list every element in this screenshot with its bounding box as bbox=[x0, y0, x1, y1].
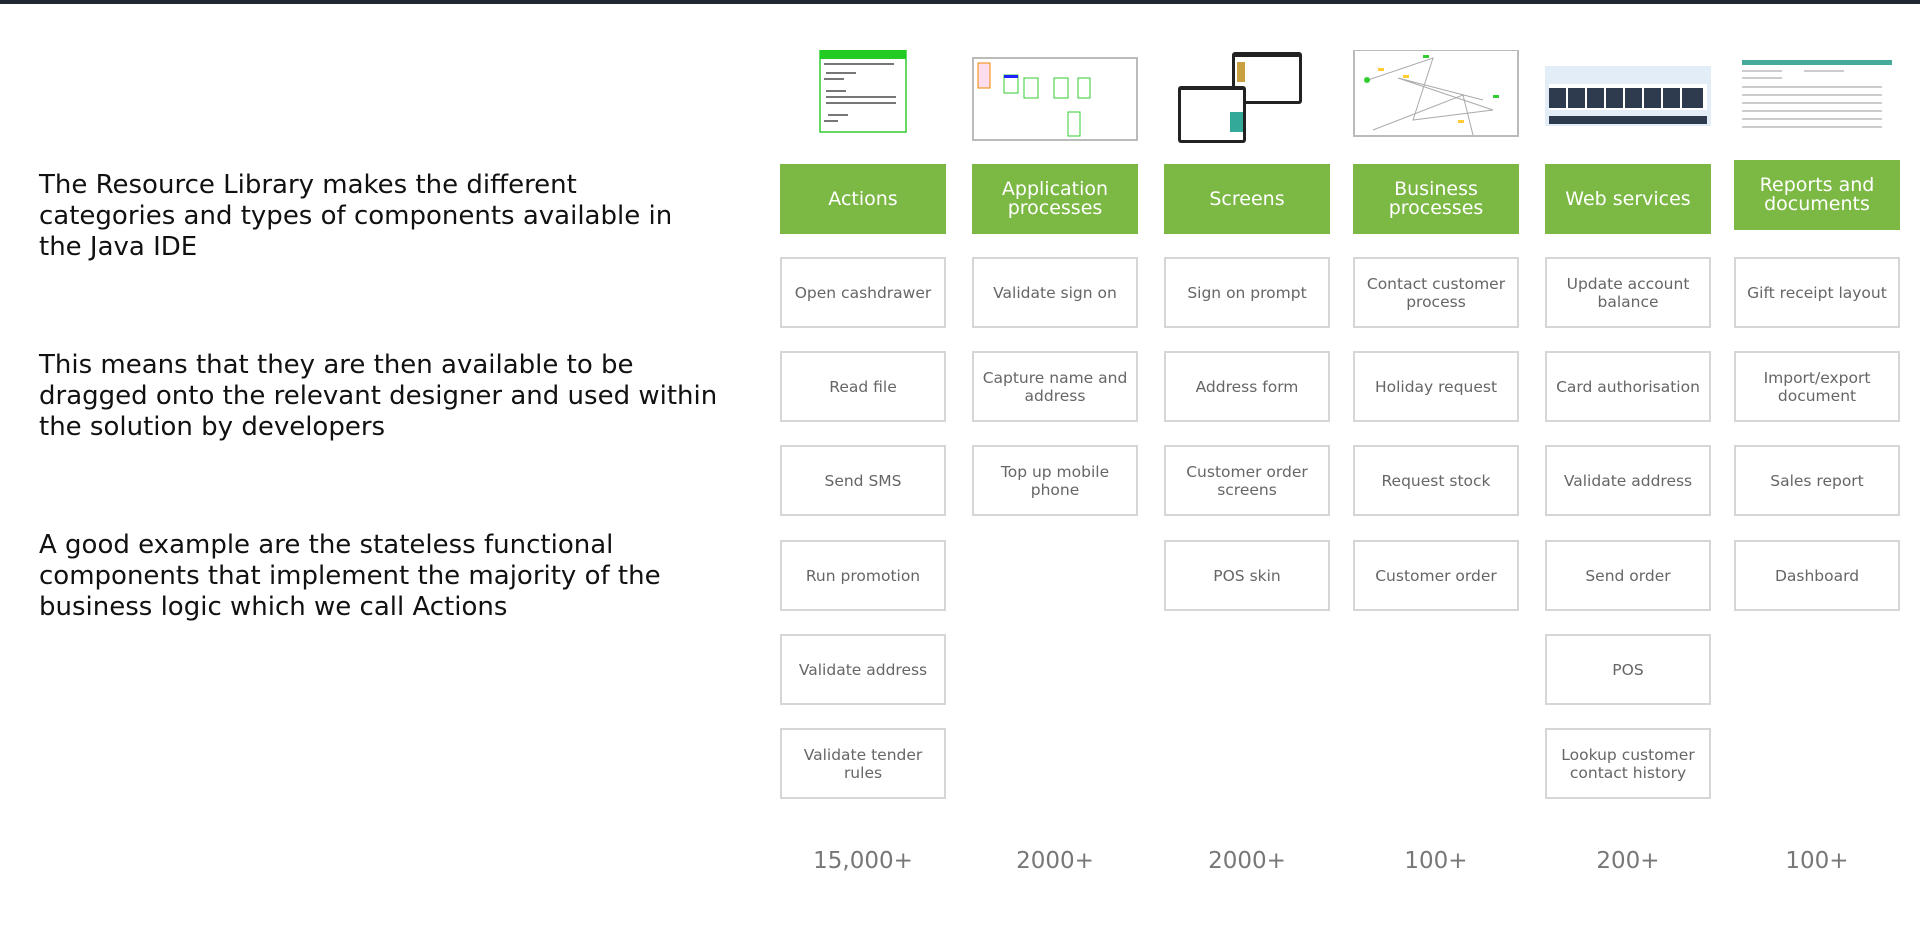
component-item[interactable]: Holiday request bbox=[1353, 351, 1519, 422]
component-item[interactable]: Read file bbox=[780, 351, 946, 422]
component-item[interactable]: Import/export document bbox=[1734, 351, 1900, 422]
component-item[interactable]: Send SMS bbox=[780, 445, 946, 516]
component-item[interactable]: Top up mobile phone bbox=[972, 445, 1138, 516]
category-header[interactable]: Web services bbox=[1545, 164, 1711, 234]
component-count: 2000+ bbox=[1016, 848, 1094, 874]
component-count: 100+ bbox=[1404, 848, 1468, 874]
component-count: 15,000+ bbox=[813, 848, 913, 874]
workflow-diagram-thumbnail bbox=[1353, 49, 1519, 148]
top-bar bbox=[0, 0, 1920, 4]
intro-paragraph: This means that they are then available … bbox=[39, 350, 718, 442]
component-item[interactable]: Customer order bbox=[1353, 540, 1519, 611]
category-header[interactable]: Actions bbox=[780, 164, 946, 234]
component-count: 200+ bbox=[1596, 848, 1660, 874]
process-diagram-thumbnail bbox=[972, 50, 1138, 148]
intro-paragraph: The Resource Library makes the different… bbox=[39, 170, 673, 262]
component-item[interactable]: Request stock bbox=[1353, 445, 1519, 516]
component-item[interactable]: Sign on prompt bbox=[1164, 257, 1330, 328]
component-item[interactable]: Capture name and address bbox=[972, 351, 1138, 422]
action-editor-thumbnail bbox=[780, 49, 946, 148]
component-item[interactable]: Run promotion bbox=[780, 540, 946, 611]
category-header[interactable]: Screens bbox=[1164, 164, 1330, 234]
component-item[interactable]: Card authorisation bbox=[1545, 351, 1711, 422]
intro-paragraph: A good example are the stateless functio… bbox=[39, 530, 661, 622]
component-item[interactable]: Gift receipt layout bbox=[1734, 257, 1900, 328]
tablet-screens-thumbnail bbox=[1164, 50, 1330, 148]
component-item[interactable]: Validate address bbox=[780, 634, 946, 705]
component-item[interactable]: POS skin bbox=[1164, 540, 1330, 611]
component-item[interactable]: Dashboard bbox=[1734, 540, 1900, 611]
component-item[interactable]: Update account balance bbox=[1545, 257, 1711, 328]
component-item[interactable]: Sales report bbox=[1734, 445, 1900, 516]
category-header[interactable]: Application processes bbox=[972, 164, 1138, 234]
category-header[interactable]: Reports and documents bbox=[1734, 160, 1900, 230]
report-table-thumbnail bbox=[1734, 50, 1900, 148]
services-diagram-thumbnail bbox=[1545, 50, 1711, 148]
component-item[interactable]: POS bbox=[1545, 634, 1711, 705]
category-header[interactable]: Business processes bbox=[1353, 164, 1519, 234]
component-item[interactable]: Open cashdrawer bbox=[780, 257, 946, 328]
component-item[interactable]: Address form bbox=[1164, 351, 1330, 422]
component-item[interactable]: Customer order screens bbox=[1164, 445, 1330, 516]
component-item[interactable]: Lookup customer contact history bbox=[1545, 728, 1711, 799]
component-item[interactable]: Contact customer process bbox=[1353, 257, 1519, 328]
component-item[interactable]: Validate address bbox=[1545, 445, 1711, 516]
component-count: 100+ bbox=[1785, 848, 1849, 874]
component-item[interactable]: Validate sign on bbox=[972, 257, 1138, 328]
component-item[interactable]: Send order bbox=[1545, 540, 1711, 611]
component-count: 2000+ bbox=[1208, 848, 1286, 874]
component-item[interactable]: Validate tender rules bbox=[780, 728, 946, 799]
